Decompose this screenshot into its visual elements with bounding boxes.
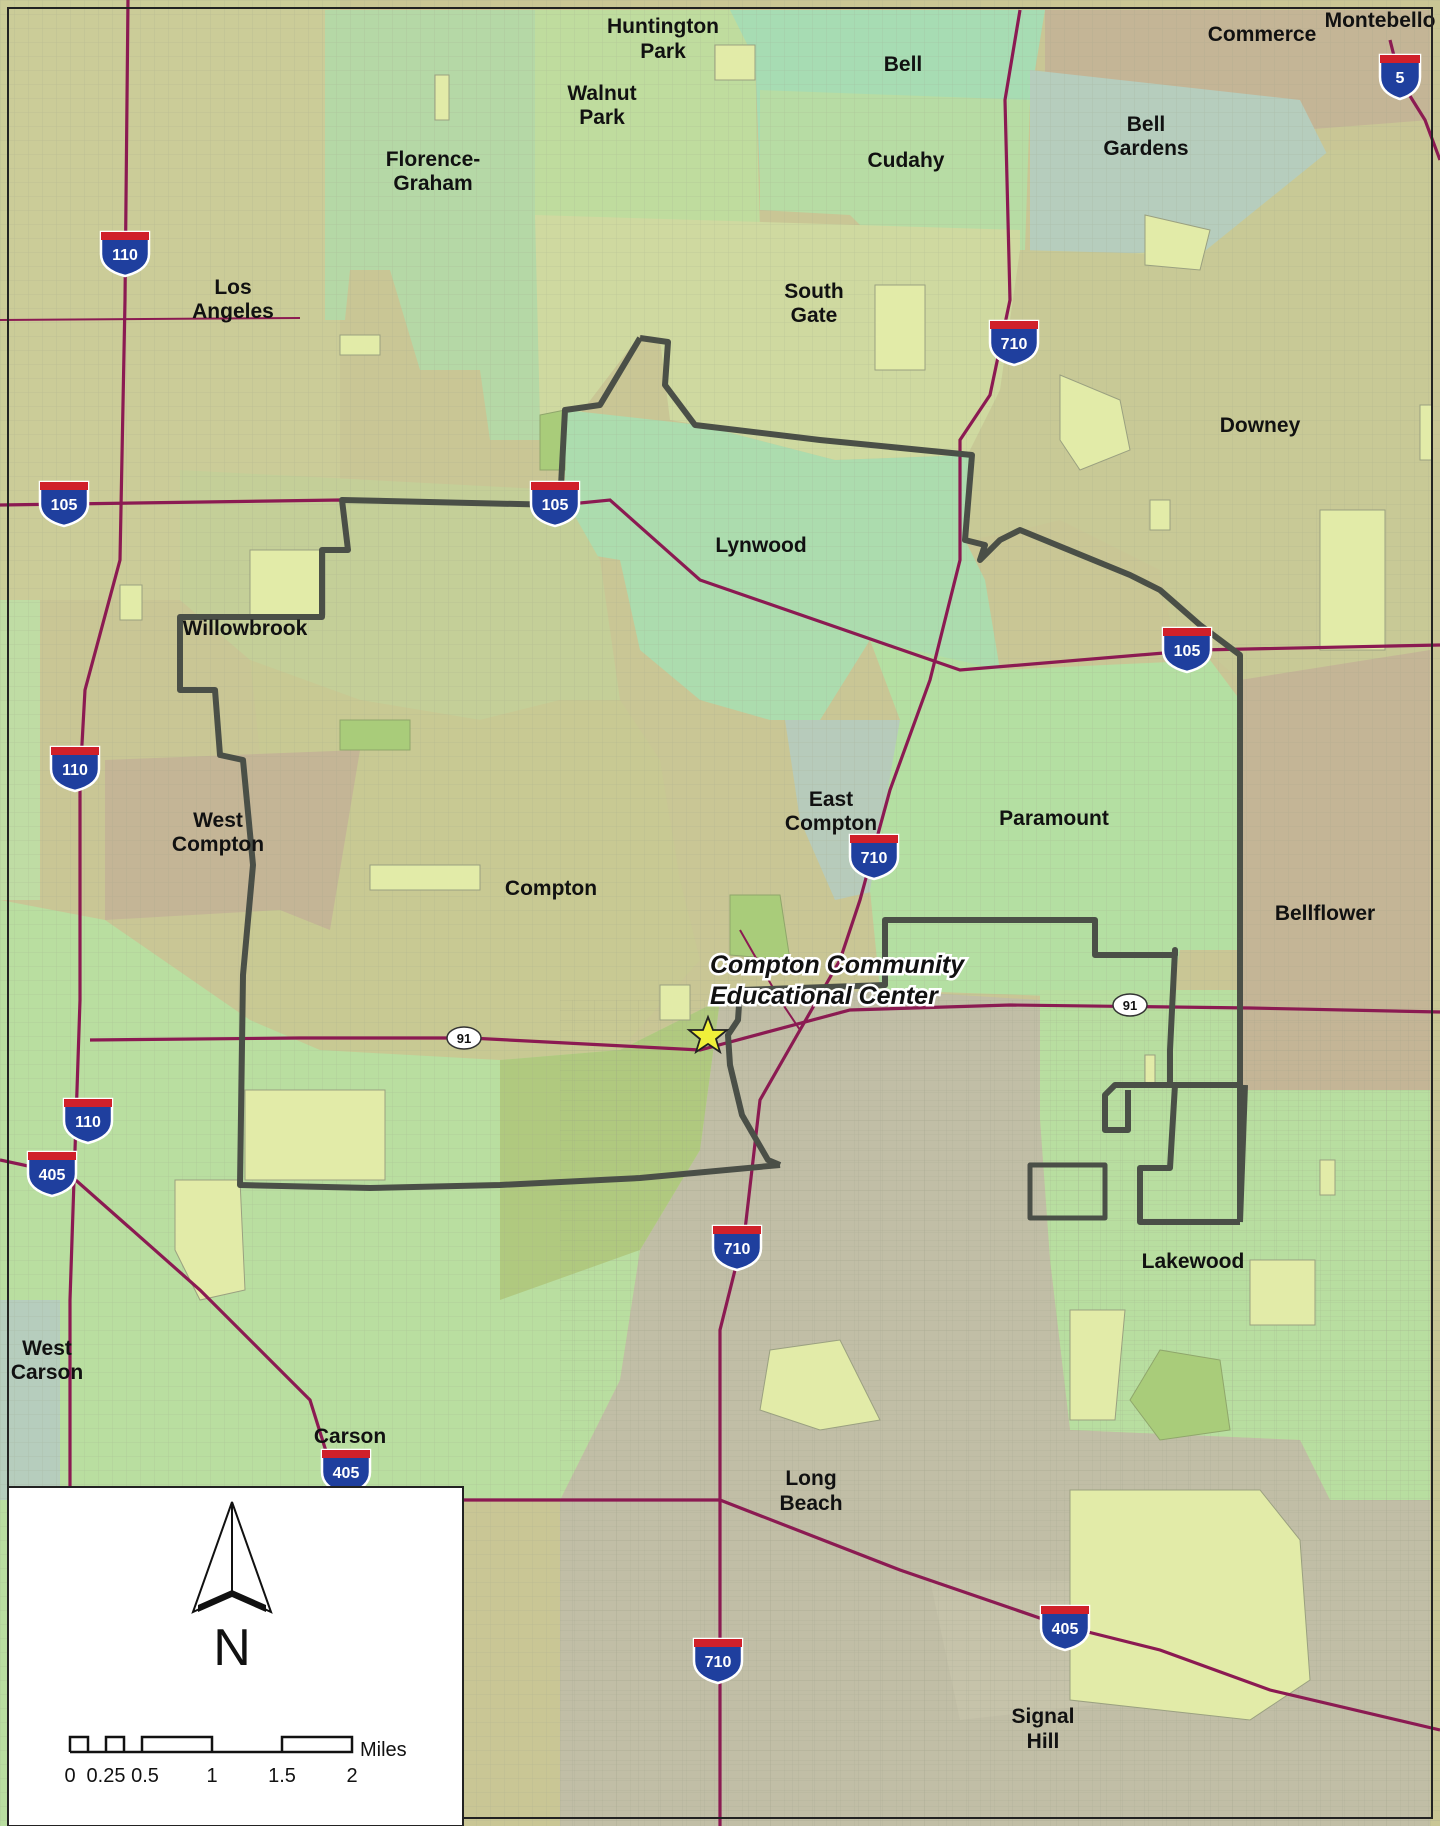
shield-label: 405 xyxy=(1052,1621,1079,1638)
shield-label: 405 xyxy=(39,1167,66,1184)
scale-tick-0: 0 xyxy=(64,1765,75,1787)
scale-tick-2: 2 xyxy=(346,1765,357,1787)
interstate-shield-icon: 105 xyxy=(38,480,90,528)
interstate-shield-icon: 105 xyxy=(1161,626,1213,674)
shield-label: 405 xyxy=(333,1465,360,1482)
place-lynwood: Lynwood xyxy=(715,534,806,557)
place-carson: Carson xyxy=(314,1425,386,1448)
place-lakewood: Lakewood xyxy=(1142,1250,1245,1273)
scale-tick-05: 0.5 xyxy=(131,1765,159,1787)
interstate-shield-icon: 710 xyxy=(988,319,1040,367)
place-bellflower: Bellflower xyxy=(1275,902,1375,925)
place-bell: Bell xyxy=(884,53,923,76)
scale-tick-15: 1.5 xyxy=(268,1765,296,1787)
interstate-shield-icon: 405 xyxy=(1039,1604,1091,1652)
shield-label: 105 xyxy=(1174,643,1201,660)
interstate-shield-icon: 5 xyxy=(1378,53,1422,101)
interstate-shield-icon: 710 xyxy=(711,1224,763,1272)
shield-label: 5 xyxy=(1396,70,1405,87)
green-parks xyxy=(339,409,1231,1441)
shield-label: 110 xyxy=(112,247,138,264)
interstate-shield-icon: 110 xyxy=(62,1097,114,1145)
interstate-shield-icon: 405 xyxy=(26,1150,78,1198)
interstate-shield-icon: 110 xyxy=(49,745,101,793)
interstate-shield-icon: 405 xyxy=(320,1448,372,1496)
shield-label: 710 xyxy=(861,850,888,867)
place-florence-graham: Florence-Graham xyxy=(386,148,481,195)
interstate-shield-icon: 710 xyxy=(848,833,900,881)
shield-label: 110 xyxy=(75,1114,101,1131)
route-label: 91 xyxy=(1123,998,1137,1013)
interstate-shield-icon: 105 xyxy=(529,480,581,528)
north-arrow-icon: N xyxy=(191,1501,273,1677)
interstate-shield-icon: 710 xyxy=(692,1637,744,1685)
legend-box: N 0 0.25 0.5 1 1.5 2 Miles xyxy=(7,1486,464,1826)
place-commerce: Commerce xyxy=(1208,23,1317,46)
scale-unit: Miles xyxy=(360,1739,407,1761)
place-compton: Compton xyxy=(505,877,597,900)
shield-label: 105 xyxy=(542,497,569,514)
state-route-icon: 91 xyxy=(1112,993,1148,1017)
place-cudahy: Cudahy xyxy=(867,149,944,172)
district-boundary xyxy=(177,335,1248,1225)
scale-tick-025: 0.25 xyxy=(87,1765,126,1787)
map-frame xyxy=(7,7,1433,1819)
state-route-markers: 91 91 xyxy=(446,993,1148,1050)
parks xyxy=(119,44,1433,1721)
star-icon[interactable] xyxy=(686,1014,730,1055)
shield-label: 110 xyxy=(62,762,88,779)
scale-bar: 0 0.25 0.5 1 1.5 2 Miles xyxy=(64,1735,407,1787)
interstate-shields: 5 110 710 105 105 105 xyxy=(26,53,1422,1685)
state-route-icon: 91 xyxy=(446,1026,482,1050)
shield-label: 105 xyxy=(51,497,78,514)
north-label: N xyxy=(213,1619,251,1677)
place-willowbrook: Willowbrook xyxy=(183,617,308,640)
scale-tick-1: 1 xyxy=(206,1765,217,1787)
interstate-shield-icon: 110 xyxy=(99,230,151,278)
place-paramount: Paramount xyxy=(999,807,1109,830)
shield-label: 710 xyxy=(705,1654,732,1671)
shield-label: 710 xyxy=(724,1241,751,1258)
place-montebello: Montebello xyxy=(1325,9,1436,32)
shield-label: 710 xyxy=(1001,336,1028,353)
route-label: 91 xyxy=(457,1031,471,1046)
place-downey: Downey xyxy=(1220,414,1301,437)
